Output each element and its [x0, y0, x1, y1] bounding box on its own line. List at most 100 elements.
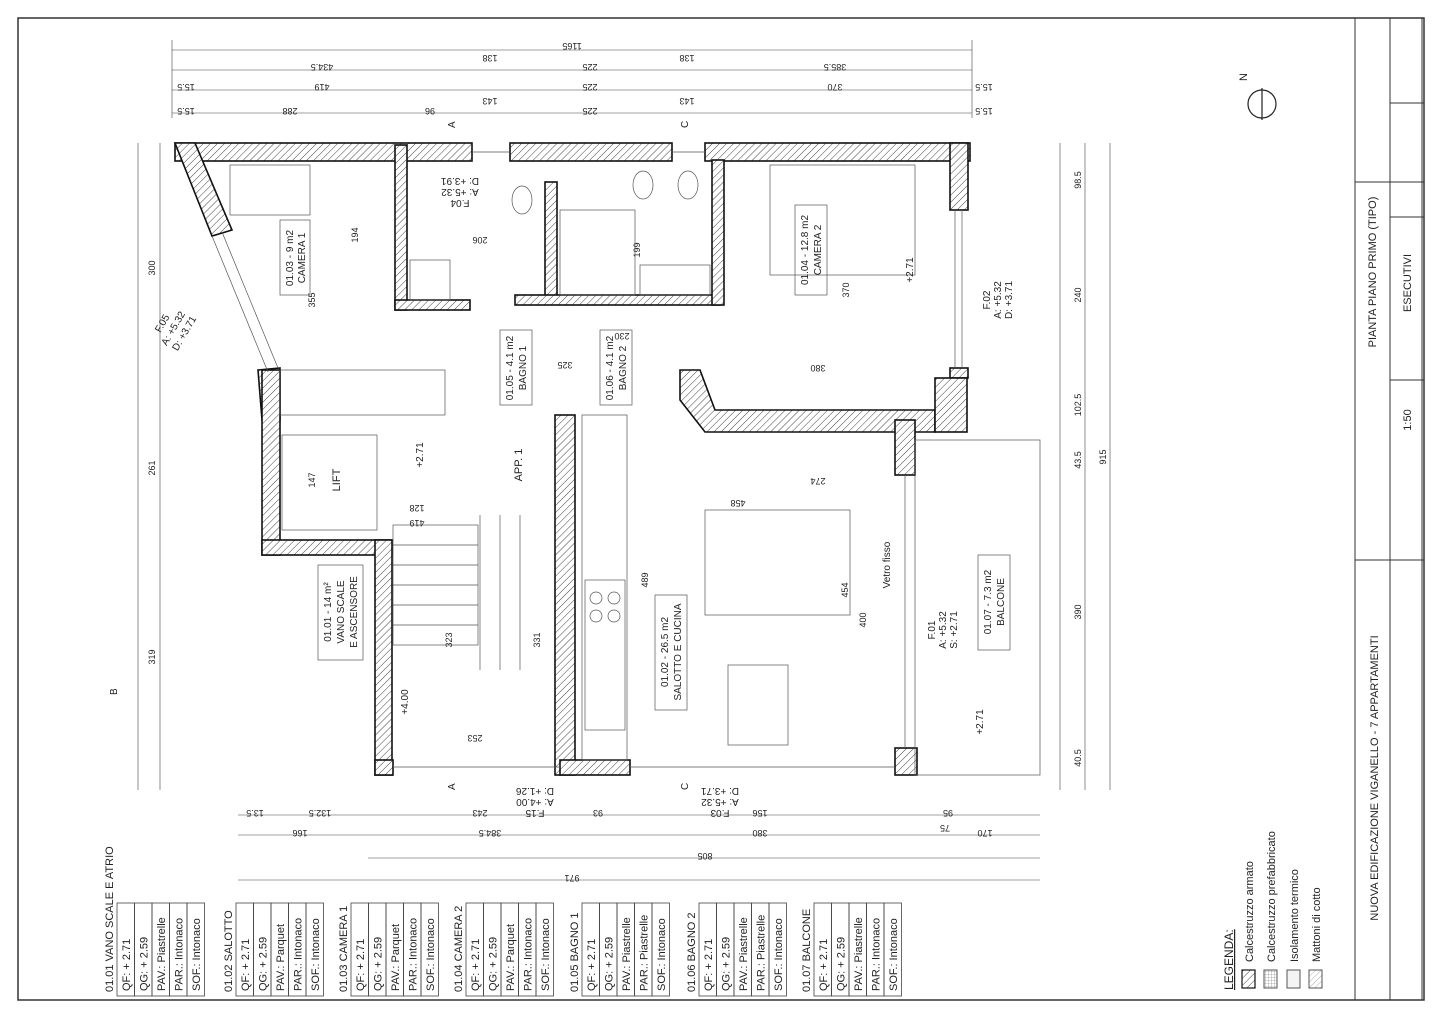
dim-text: 98.5: [1073, 171, 1083, 189]
legend-item: Calcestruzzo prefabbricato: [1266, 831, 1278, 962]
dim-text: 261: [147, 460, 157, 475]
dim-text: 325: [557, 360, 572, 370]
level-mark: +2.71: [415, 442, 426, 468]
legend-item: Isolamento termico: [1289, 869, 1301, 962]
dim-text: 915: [1098, 449, 1108, 464]
title-block: NUOVA EDIFICAZIONE VIGANELLO - 7 APPARTA…: [1354, 18, 1424, 1000]
section-b-left: B: [109, 688, 120, 695]
room-table-title: 01.01 VANO SCALE E ATRIO: [104, 846, 116, 992]
kitchen-counter: [584, 579, 626, 731]
dim-text: 240: [1073, 287, 1083, 302]
room-table-row: SOF.: Intonaco: [191, 918, 203, 991]
dim-text: 971: [564, 873, 579, 883]
dim-text: 805: [697, 851, 712, 861]
room-code: 01.02 - 26.5 m2: [660, 617, 671, 687]
dim-text: 288: [282, 106, 297, 116]
swatch-insulation: [1286, 969, 1301, 989]
room-table-row: QG: + 2.59: [836, 937, 848, 991]
window-tag-f03: F.03 A: +5.32 D: +3.71: [701, 785, 740, 818]
room-table-row: SOF.: Intonaco: [310, 918, 322, 991]
svg-text:A: +5.32: A: +5.32: [441, 186, 479, 197]
shower: [559, 209, 636, 296]
room-table-title: 01.02 SALOTTO: [223, 910, 235, 992]
dim-text: 419: [314, 82, 329, 92]
dim-text: 102.5: [1073, 394, 1083, 417]
svg-text:A: +5.32: A: +5.32: [701, 796, 739, 807]
dim-text: 489: [640, 572, 650, 587]
room-name: E ASCENSORE: [349, 576, 360, 648]
room-code: 01.04 - 12.8 m2: [800, 215, 811, 285]
room-table: 01.02 SALOTTO QF: + 2.71 QG: + 2.59 PAV.: P…: [223, 902, 324, 997]
bathtub: [639, 264, 711, 296]
dim-text: 225: [582, 82, 597, 92]
level-mark: +4.00: [400, 689, 411, 715]
room-table-cell: [768, 902, 787, 997]
room-table-row: QF: + 2.71: [121, 939, 133, 991]
dim-text: 319: [147, 649, 157, 664]
room-table-row: PAR.: Intonaco: [293, 918, 305, 991]
window-tag-f01: F.01 A: +5.32 S: +2.71: [927, 611, 960, 649]
room-table-row: PAR.: Intonaco: [523, 918, 535, 991]
dim-text: 380: [752, 828, 767, 838]
svg-text:F.03: F.03: [710, 807, 729, 818]
dim-text: 15.5: [975, 106, 993, 116]
room-table-title: 01.04 CAMERA 2: [453, 906, 465, 992]
room-name: VANO SCALE: [336, 580, 347, 643]
room-table-row: QG: + 2.59: [604, 937, 616, 991]
swatch-precast-concrete: [1263, 969, 1278, 989]
room-table-row: QF: + 2.71: [240, 939, 252, 991]
dim-text: 385.5: [824, 62, 847, 72]
svg-text:F.02: F.02: [982, 290, 993, 309]
level-mark: +2.71: [975, 709, 986, 735]
room-code: 01.03 - 9 m2: [285, 229, 296, 286]
room-table-row: SOF.: Intonaco: [425, 918, 437, 991]
dim-text: 458: [730, 498, 745, 508]
dim-text: 400: [858, 612, 868, 627]
room-table-title: 01.05 BAGNO 1: [569, 913, 581, 993]
room-name: BALCONE: [996, 578, 1007, 626]
drawing-title: PIANTA PIANO PRIMO (TIPO): [1367, 197, 1379, 348]
dim-text: 143: [482, 96, 497, 106]
dim-text: 355: [307, 292, 317, 307]
dim-top-overall: 1165: [562, 41, 581, 51]
dim-text: 323: [444, 632, 454, 647]
room-table-row: SOF.: Intonaco: [888, 918, 900, 991]
dim-text: 138: [679, 53, 694, 63]
room-table-row: PAV.: Parquet: [275, 924, 287, 991]
room-table-row: PAR.: Intonaco: [174, 918, 186, 991]
dim-text: 380: [810, 363, 825, 373]
dim-text: 170: [977, 828, 992, 838]
dimension-lines: [137, 40, 1111, 881]
room-table-row: QG: + 2.59: [721, 937, 733, 991]
room-table-row: QF: + 2.71: [470, 939, 482, 991]
bed-2: [769, 164, 916, 276]
dim-text: 156: [752, 808, 767, 818]
room-table-title: 01.06 BAGNO 2: [686, 913, 698, 993]
dim-text: 225: [582, 106, 597, 116]
sheet-border: [17, 17, 1425, 1001]
legend-item: Calcestruzzo armato: [1244, 861, 1256, 962]
window-tag-f04: F.04 A: +5.32 D: +3.91: [441, 175, 480, 208]
room-table-row: QG: + 2.59: [258, 937, 270, 991]
swatch-brick: [1308, 969, 1323, 989]
lift-label: LIFT: [331, 468, 343, 491]
dim-text: 15.5: [975, 82, 993, 92]
room-table-row: PAV.: Piastrelle: [621, 917, 633, 991]
dim-text: 390: [1073, 604, 1083, 619]
dim-text: 132.5: [309, 808, 332, 818]
room-table-row: QF: + 2.71: [818, 939, 830, 991]
room-code: 01.06 - 4.1 m2: [605, 335, 616, 400]
room-table-row: PAV.: Piastrelle: [738, 917, 750, 991]
dim-text: 40.5: [1073, 749, 1083, 767]
svg-text:A: +5.32: A: +5.32: [993, 281, 1004, 319]
room-table-title: 01.07 BALCONE: [801, 909, 813, 992]
level-mark: +2.71: [905, 257, 916, 283]
section-a-top: A: [447, 121, 458, 128]
dim-text: 253: [467, 733, 482, 743]
room-table-row: QG: + 2.59: [488, 937, 500, 991]
dim-text: 370: [827, 82, 842, 92]
